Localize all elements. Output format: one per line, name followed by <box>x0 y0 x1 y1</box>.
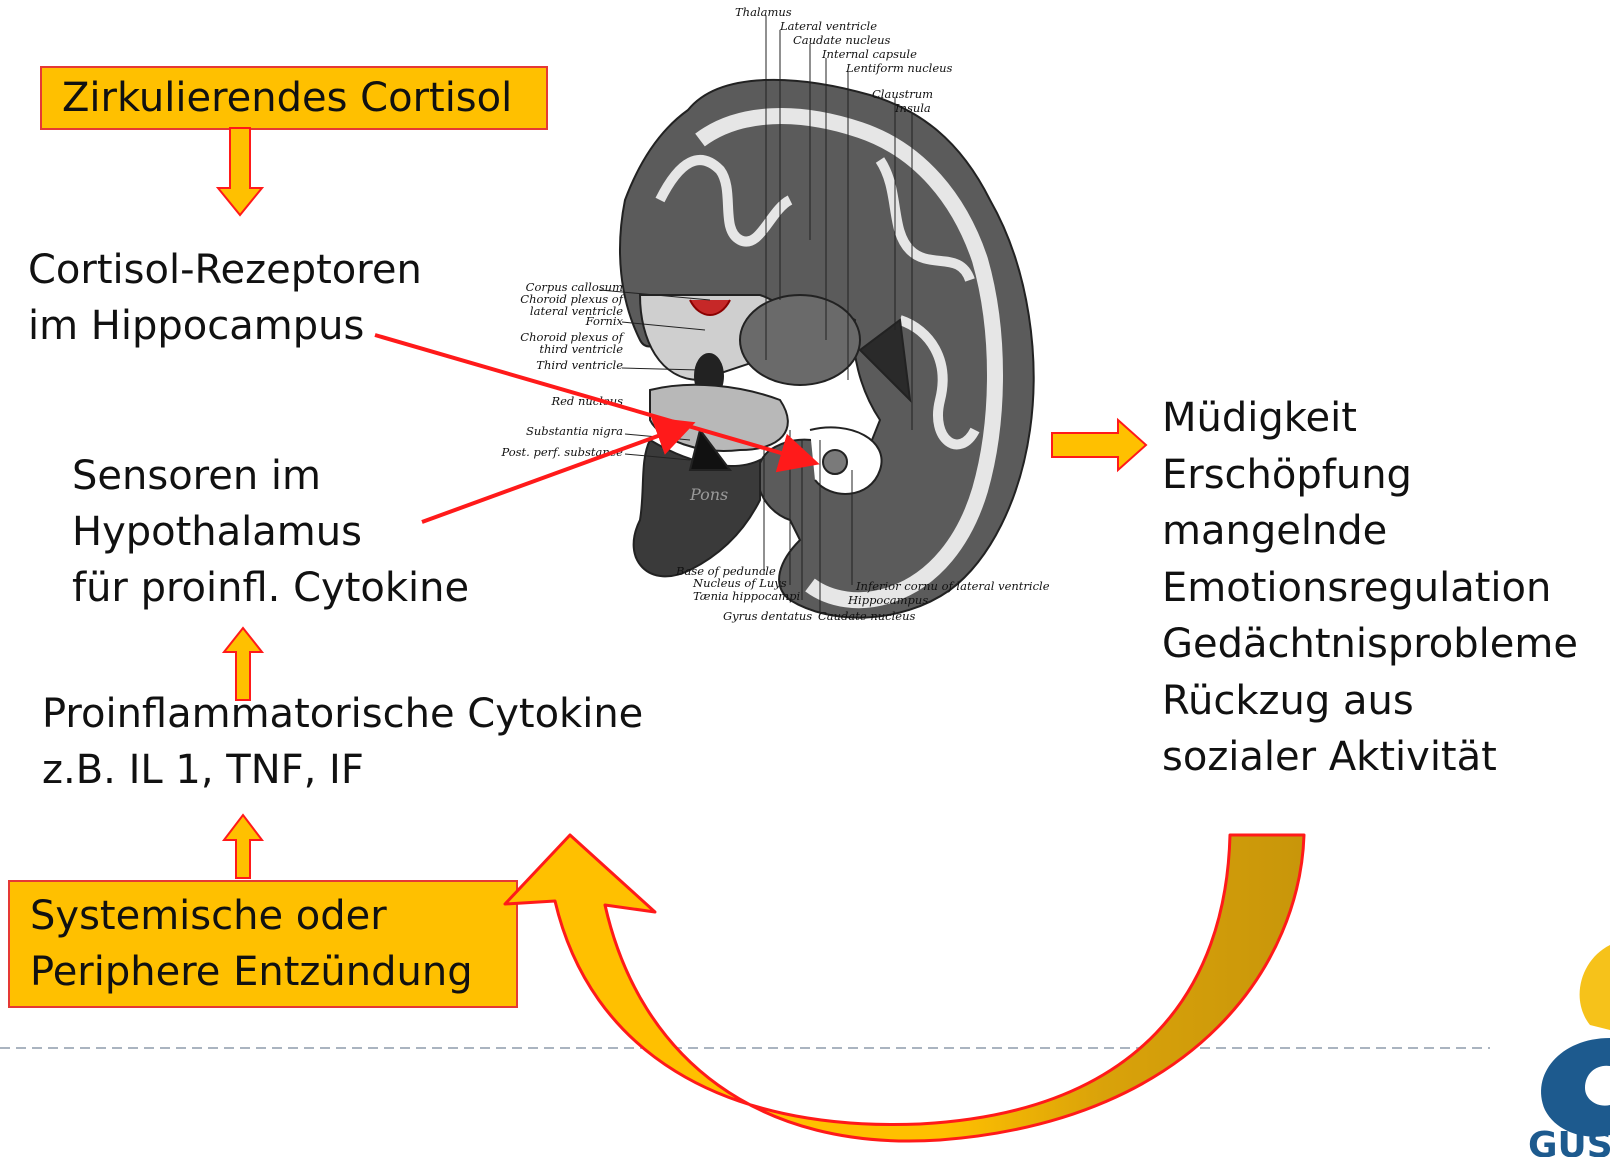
gus-logo: GUS <box>1528 945 1610 1157</box>
annotation-bottom-label: Inferior cornu of lateral ventricle <box>855 579 1050 593</box>
annotation-top-label: Internal capsule <box>821 47 917 61</box>
annotation-left-label: Fornix <box>585 314 624 328</box>
feedback-curved-arrow <box>505 835 1304 1141</box>
annotation-bottom-label: Caudate nucleus <box>818 609 916 623</box>
brain-illustration <box>620 80 1034 618</box>
annotation-bottom-label: Nucleus of Luys <box>692 576 787 590</box>
up-arrow-cytokines <box>224 815 262 878</box>
annotation-top-label: Caudate nucleus <box>793 33 891 47</box>
annotation-top-label: Lentiform nucleus <box>845 61 953 75</box>
annotation-top-label: Thalamus <box>735 5 792 19</box>
annotation-bottom-label: Hippocampus <box>847 593 928 607</box>
annotation-bottom-label: Gyrus dentatus <box>723 609 812 623</box>
down-arrow-cortisol <box>218 128 262 215</box>
annotation-left-label: Third ventricle <box>536 358 623 372</box>
logo-yellow-shape <box>1580 945 1610 1030</box>
annotation-left-label: Substantia nigra <box>526 424 623 438</box>
annotation-top-label: Claustrum <box>872 87 933 101</box>
logo-text: GUS <box>1528 1125 1610 1157</box>
annotation-left-label: third ventricle <box>539 342 623 356</box>
annotation-top-label: Lateral ventricle <box>779 19 877 33</box>
pons-label: Pons <box>689 485 728 504</box>
annotation-top-label: Insula <box>894 101 931 115</box>
logo-blue-shape <box>1541 1038 1610 1137</box>
annotation-bottom-label: Tænia hippocampi <box>693 589 800 603</box>
up-arrow-sensors <box>224 628 262 700</box>
right-arrow-symptoms <box>1052 420 1146 470</box>
